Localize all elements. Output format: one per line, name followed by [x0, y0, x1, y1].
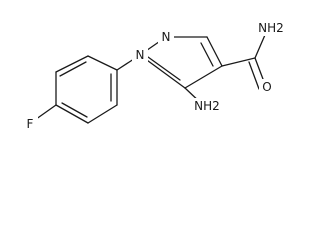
- bond-ph-c4-c5: [55, 104, 89, 124]
- bond-c5-n1-double: [147, 56, 181, 81]
- atom-amide-o: O: [262, 80, 271, 94]
- bond-ph-c2-c3: [55, 55, 89, 73]
- bond-ph-c4-c5-double: [61, 102, 88, 118]
- atom-amide-nh2: NH2: [258, 21, 284, 35]
- atom-n2: N: [162, 30, 171, 44]
- bond-c3-c4: [206, 36, 223, 67]
- bond-ph-c1-c2: [87, 55, 118, 71]
- molecule-structure: N N NH2 O NH2 F: [26, 21, 284, 131]
- atom-amino-nh2: NH2: [194, 99, 220, 113]
- bond-c4-c5: [184, 65, 223, 89]
- bond-c3-c4-double: [200, 42, 214, 67]
- atom-fluorine: F: [27, 117, 34, 131]
- bond-ph-c5-c6: [87, 104, 118, 124]
- atom-n1: N: [136, 48, 145, 62]
- molecule-diagram: N N NH2 O NH2 F: [26, 21, 284, 131]
- bond-ph-c2-c3-double: [59, 61, 87, 77]
- bond-camide-o-double: [248, 61, 260, 90]
- bond-c4-camide: [221, 57, 256, 67]
